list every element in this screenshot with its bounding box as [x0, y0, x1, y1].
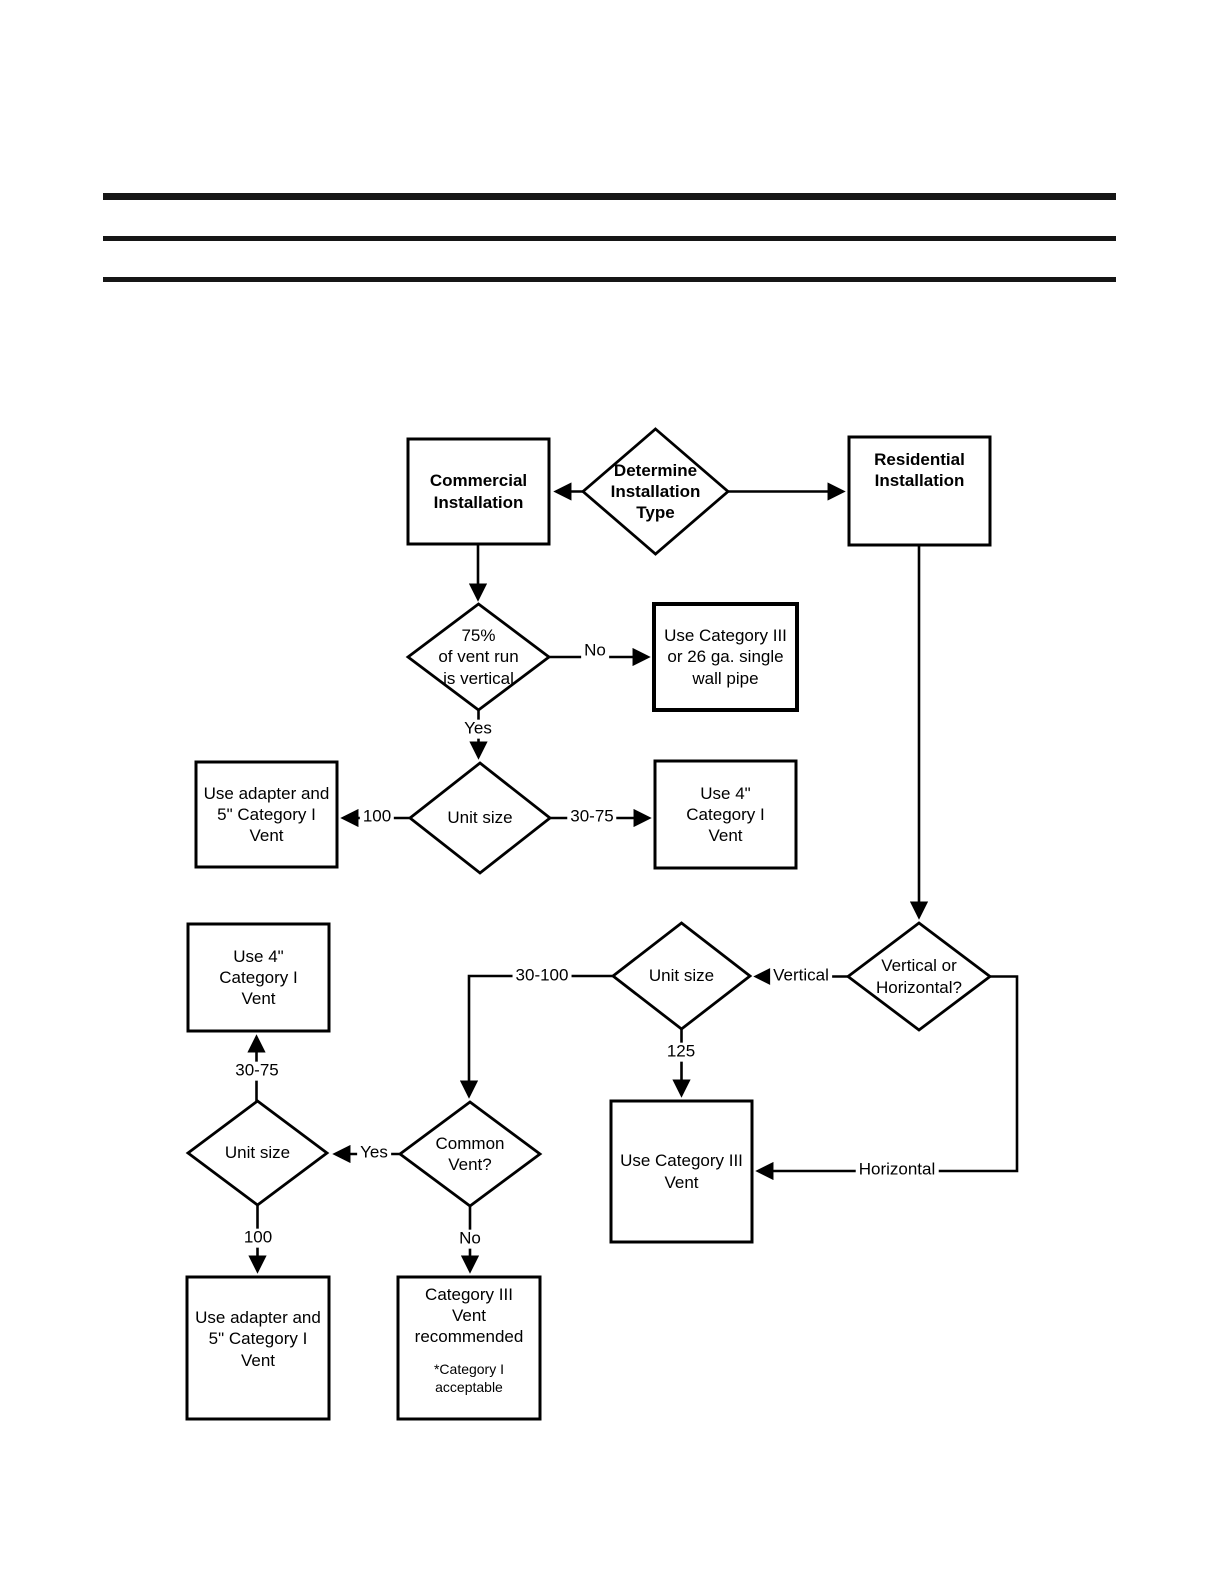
header-rule-top — [103, 193, 1116, 200]
cat1-4in-b-box-shape — [186, 922, 331, 1033]
adapter-a-node-label: Use adapter and 5" Category I Vent — [203, 783, 330, 846]
edge-label-yes-75: Yes — [461, 719, 495, 739]
cat3-recommended-box-shape — [396, 1275, 542, 1421]
edge-label-horizontal: Horizontal — [855, 1160, 939, 1180]
edge-unit2-30-100 — [459, 974, 613, 1099]
edge-label-no-75: No — [581, 641, 609, 661]
edge-label-100-a: 100 — [359, 807, 395, 827]
adapter-a-box-shape — [194, 760, 339, 869]
common-vent-diamond-shape — [397, 1100, 543, 1208]
unit-size-2-diamond-shape — [610, 921, 753, 1031]
edge-label-vertical: Vertical — [770, 966, 832, 986]
cat3-vent-box-shape — [609, 1099, 754, 1244]
commercial-node-label: Commercial Installation — [429, 471, 528, 512]
residential-box-shape — [847, 435, 992, 547]
cat3-vent-node-label: Use Category III Vent — [620, 1151, 743, 1192]
header-rule-bottom — [103, 277, 1116, 282]
edge-label-yes-common: Yes — [357, 1143, 391, 1163]
cat1-4in-a-node-label: Use 4" Category I Vent — [686, 783, 765, 846]
edge-label-125: 125 — [663, 1042, 699, 1062]
cat1-4in-a-box-shape — [653, 759, 798, 870]
unit-size-2-node-label: Unit size — [648, 966, 715, 986]
common-vent-node-label: Common Vent? — [435, 1133, 505, 1174]
residential-node-label: Residential Installation — [874, 450, 965, 491]
header-rule-middle — [103, 236, 1116, 241]
cat3-single-wall-box-shape — [652, 602, 799, 712]
cat3-recommended-node-label: Category III Vent recommended *Category … — [398, 1277, 540, 1419]
vent-run-node-label: 75% of vent run is vertical — [438, 626, 519, 688]
commercial-box-shape — [406, 437, 551, 546]
adapter-b-node-label: Use adapter and 5" Category I Vent — [195, 1308, 321, 1370]
determine-diamond-shape — [580, 427, 731, 556]
edge-label-no-common: No — [456, 1229, 484, 1249]
unit-size-1-diamond-shape — [407, 761, 553, 875]
cat1-4in-b-node-label: Use 4" Category I Vent — [219, 946, 298, 1009]
adapter-b-box-shape — [185, 1275, 331, 1421]
unit-size-1-node-label: Unit size — [447, 808, 513, 828]
cat3-recommended-main-text: Category III Vent recommended — [414, 1285, 524, 1347]
edge-label-30-75-a: 30-75 — [567, 807, 617, 827]
edge-label-30-75-b: 30-75 — [232, 1061, 282, 1081]
vert-horiz-node-label: Vertical or Horizontal? — [876, 956, 962, 997]
vent-run-diamond-shape — [405, 602, 552, 712]
edge-label-30-100: 30-100 — [512, 966, 572, 986]
cat3-single-wall-node-label: Use Category III or 26 ga. single wall p… — [664, 626, 787, 688]
cat3-recommended-note-text: *Category I acceptable — [433, 1361, 505, 1396]
unit-size-3-node-label: Unit size — [224, 1143, 291, 1163]
determine-node-label: Determine Installation Type — [610, 460, 701, 523]
unit-size-3-diamond-shape — [185, 1099, 330, 1207]
flowchart-shapes — [185, 427, 993, 1421]
vert-horiz-diamond-shape — [845, 921, 993, 1032]
edge-label-100-b: 100 — [240, 1228, 276, 1248]
